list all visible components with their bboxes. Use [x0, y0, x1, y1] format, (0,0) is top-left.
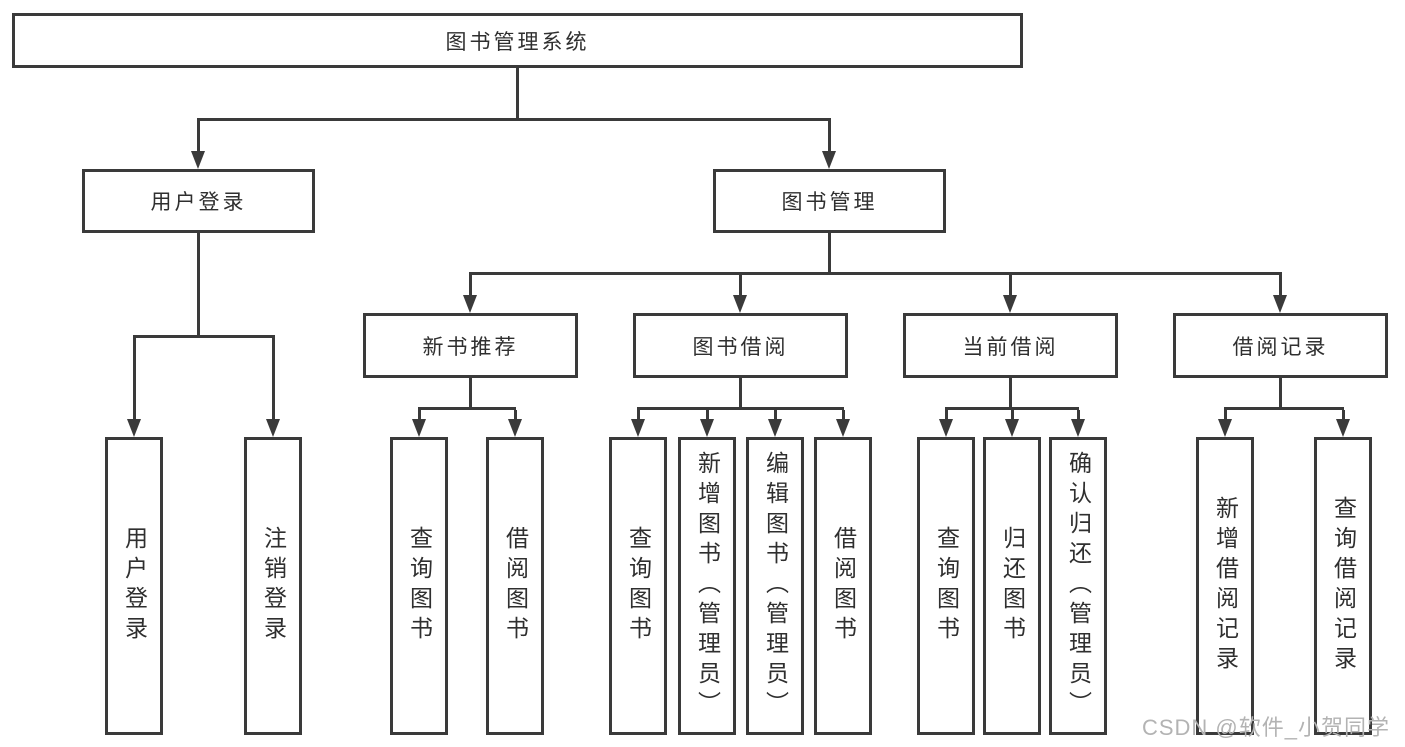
node-book-management: 图书管理: [713, 169, 946, 233]
arrow-down-icon: [1003, 295, 1017, 313]
connector-line: [774, 410, 777, 421]
leaf-label: 归还图书: [999, 526, 1026, 646]
arrow-down-icon: [191, 151, 205, 169]
node-library-system: 图书管理系统: [12, 13, 1023, 68]
node-label: 新书推荐: [422, 335, 519, 359]
leaf-query-books-current: 查询图书: [917, 437, 975, 735]
arrow-down-icon: [836, 419, 850, 437]
connector-line: [945, 410, 948, 421]
connector-line: [1279, 378, 1282, 410]
connector-line: [133, 338, 136, 421]
connector-line: [739, 378, 742, 410]
watermark: CSDN @软件_小贺同学: [1141, 715, 1390, 740]
connector-line: [1011, 410, 1014, 421]
leaf-label: 借阅图书: [502, 526, 529, 646]
connector-line: [1224, 407, 1344, 410]
connector-line: [516, 68, 519, 121]
leaf-label: 新增借阅记录: [1212, 496, 1239, 676]
connector-line: [418, 410, 421, 421]
leaf-return-books: 归还图书: [983, 437, 1041, 735]
node-label: 用户登录: [150, 191, 247, 214]
connector-line: [637, 407, 844, 410]
connector-line: [706, 410, 709, 421]
arrow-down-icon: [733, 295, 747, 313]
connector-line: [272, 338, 275, 421]
arrow-down-icon: [1273, 295, 1287, 313]
connector-line: [828, 121, 831, 153]
arrow-down-icon: [1336, 419, 1350, 437]
leaf-label: 用户登录: [121, 526, 148, 646]
node-current-borrow: 当前借阅: [903, 313, 1118, 378]
connector-line: [197, 118, 831, 121]
connector-line: [469, 378, 472, 410]
leaf-label: 查询图书: [625, 526, 652, 646]
connector-line: [828, 233, 831, 275]
arrow-down-icon: [508, 419, 522, 437]
arrow-down-icon: [127, 419, 141, 437]
leaf-label: 确认归还（管理员）: [1065, 451, 1092, 721]
leaf-confirm-return-admin: 确认归还（管理员）: [1049, 437, 1107, 735]
node-label: 图书管理系统: [445, 30, 590, 54]
leaf-add-books-admin: 新增图书（管理员）: [678, 437, 736, 735]
node-label: 图书管理: [781, 191, 878, 214]
node-label: 当前借阅: [962, 335, 1059, 359]
connector-line: [1077, 410, 1080, 421]
connector-line: [842, 410, 845, 421]
leaf-edit-books-admin: 编辑图书（管理员）: [746, 437, 804, 735]
connector-line: [133, 335, 275, 338]
connector-line: [418, 407, 516, 410]
leaf-logout: 注销登录: [244, 437, 302, 735]
leaf-label: 查询图书: [933, 526, 960, 646]
leaf-label: 查询借阅记录: [1330, 496, 1357, 676]
arrow-down-icon: [463, 295, 477, 313]
connector-line: [469, 275, 472, 297]
arrow-down-icon: [939, 419, 953, 437]
connector-line: [1009, 275, 1012, 297]
node-user-login: 用户登录: [82, 169, 315, 233]
arrow-down-icon: [768, 419, 782, 437]
arrow-down-icon: [822, 151, 836, 169]
leaf-label: 查询图书: [406, 526, 433, 646]
leaf-query-books-borrow: 查询图书: [609, 437, 667, 735]
connector-line: [739, 275, 742, 297]
arrow-down-icon: [266, 419, 280, 437]
connector-line: [945, 407, 1079, 410]
node-label: 借阅记录: [1232, 335, 1329, 359]
leaf-add-borrow-record: 新增借阅记录: [1196, 437, 1254, 735]
connector-line: [1224, 410, 1227, 421]
leaf-user-login: 用户登录: [105, 437, 163, 735]
arrow-down-icon: [412, 419, 426, 437]
arrow-down-icon: [1218, 419, 1232, 437]
arrow-down-icon: [1071, 419, 1085, 437]
leaf-query-borrow-record: 查询借阅记录: [1314, 437, 1372, 735]
node-label: 图书借阅: [692, 335, 789, 359]
leaf-label: 新增图书（管理员）: [694, 451, 721, 721]
connector-line: [1009, 378, 1012, 410]
node-book-borrow: 图书借阅: [633, 313, 848, 378]
node-borrow-records: 借阅记录: [1173, 313, 1388, 378]
leaf-label: 借阅图书: [830, 526, 857, 646]
arrow-down-icon: [631, 419, 645, 437]
leaf-label: 注销登录: [260, 526, 287, 646]
connector-line: [197, 233, 200, 338]
arrow-down-icon: [700, 419, 714, 437]
connector-line: [514, 410, 517, 421]
leaf-label: 编辑图书（管理员）: [762, 451, 789, 721]
connector-line: [469, 272, 1282, 275]
connector-line: [637, 410, 640, 421]
leaf-query-books-recommend: 查询图书: [390, 437, 448, 735]
arrow-down-icon: [1005, 419, 1019, 437]
connector-line: [1279, 275, 1282, 297]
leaf-borrow-books-recommend: 借阅图书: [486, 437, 544, 735]
leaf-borrow-books: 借阅图书: [814, 437, 872, 735]
node-new-book-recommend: 新书推荐: [363, 313, 578, 378]
connector-line: [197, 121, 200, 153]
connector-line: [1342, 410, 1345, 421]
